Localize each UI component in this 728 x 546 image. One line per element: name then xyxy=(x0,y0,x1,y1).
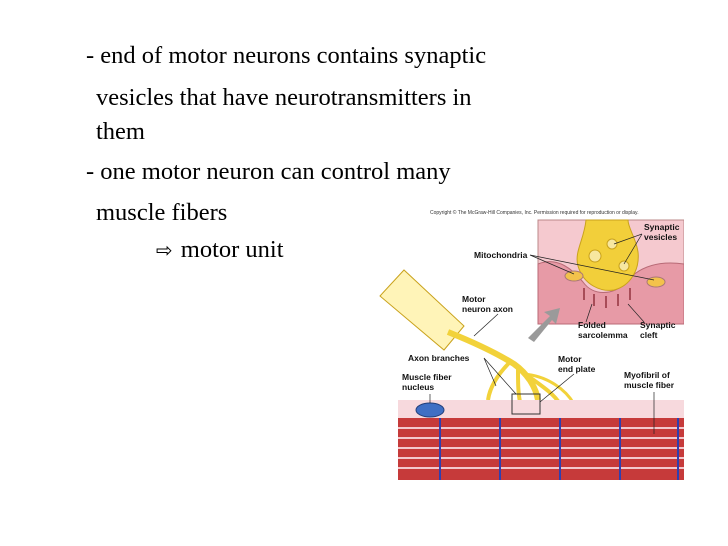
sub-point: ⇨ motor unit xyxy=(156,236,284,264)
label-motor-end-plate-1: Motor xyxy=(558,354,582,364)
label-mitochondria: Mitochondria xyxy=(474,250,528,260)
motor-neuron-axon xyxy=(379,269,576,406)
bullet-1-line-1: - end of motor neurons contains synaptic xyxy=(86,42,487,69)
label-motor-neuron-axon-1: Motor xyxy=(462,294,486,304)
label-myofibril-2: muscle fiber xyxy=(624,380,675,390)
label-folded-sarcolemma-2: sarcolemma xyxy=(578,330,628,340)
bullet-2-line-1: - one motor neuron can control many xyxy=(86,158,451,185)
label-synaptic-cleft-2: cleft xyxy=(640,330,658,340)
label-muscle-fiber-nucleus-1: Muscle fiber xyxy=(402,372,452,382)
synapse-inset xyxy=(537,219,684,325)
bullet-1-line-3: them xyxy=(96,118,145,145)
label-synaptic-vesicles-2: vesicles xyxy=(644,232,677,242)
label-synaptic-vesicles-1: Synaptic xyxy=(644,222,680,232)
label-synaptic-cleft-1: Synaptic xyxy=(640,320,676,330)
bullet-1-line-2: vesicles that have neurotransmitters in xyxy=(96,84,472,111)
label-muscle-fiber-nucleus-2: nucleus xyxy=(402,382,434,392)
sub-point-text: motor unit xyxy=(180,236,284,263)
end-plate-box xyxy=(511,393,541,415)
label-myofibril-1: Myofibril of xyxy=(624,370,670,380)
zoom-arrow-icon xyxy=(528,308,560,342)
leader-lines xyxy=(429,233,655,434)
label-motor-neuron-axon-2: neuron axon xyxy=(462,304,513,314)
bullet-2-line-2: muscle fibers xyxy=(96,199,228,226)
myofibrils xyxy=(398,418,684,480)
muscle-fiber-nucleus xyxy=(415,402,445,418)
label-motor-end-plate-2: end plate xyxy=(558,364,596,374)
figure-copyright: Copyright © The McGraw-Hill Companies, I… xyxy=(430,209,639,216)
motor-unit-diagram: Copyright © The McGraw-Hill Companies, I… xyxy=(379,209,684,480)
sarcolemma xyxy=(398,400,684,418)
arrow-right-icon: ⇨ xyxy=(156,238,173,262)
label-folded-sarcolemma-1: Folded xyxy=(578,320,606,330)
label-axon-branches: Axon branches xyxy=(408,353,470,363)
